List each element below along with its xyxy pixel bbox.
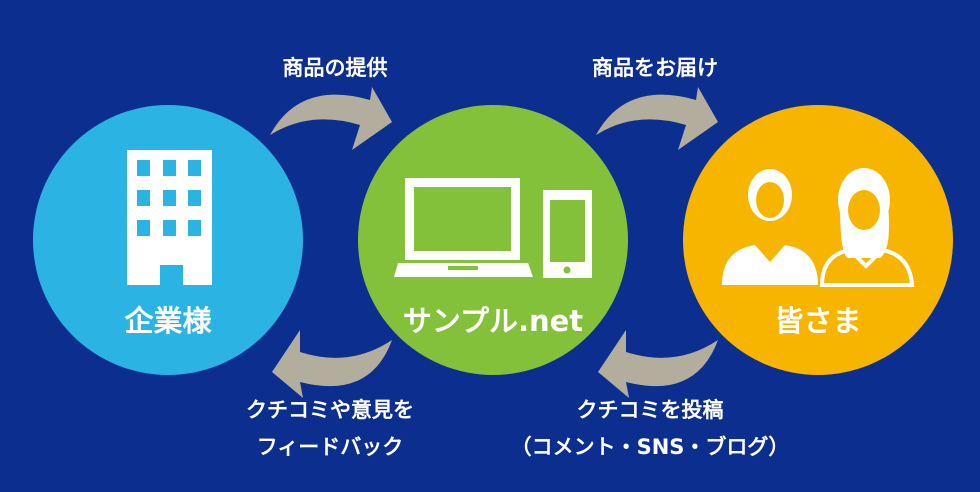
arrow-provide-icon	[270, 87, 392, 150]
customers-circle	[683, 105, 953, 375]
people-icon	[722, 168, 915, 287]
post-line2: （コメント・SNS・ブログ）	[510, 435, 790, 459]
company-label: 企業様	[124, 304, 212, 338]
provide-label: 商品の提供	[282, 56, 388, 80]
customers-label: 皆さま	[774, 304, 862, 338]
arrow-feedback-icon	[272, 330, 392, 398]
deliver-label: 商品をお届け	[592, 56, 718, 80]
arrow-deliver-icon	[596, 87, 718, 150]
post-line1: クチコミを投稿	[576, 398, 724, 422]
post-label: クチコミを投稿 （コメント・SNS・ブログ）	[511, 392, 790, 466]
site-label: サンプル.net	[402, 304, 584, 338]
building-icon	[127, 150, 212, 285]
arrow-post-icon	[598, 330, 718, 398]
laptop-phone-icon	[394, 178, 592, 278]
feedback-line1: クチコミや意見を	[246, 398, 414, 422]
feedback-label: クチコミや意見を フィードバック	[246, 392, 414, 466]
site-circle	[358, 105, 628, 375]
feedback-line2: フィードバック	[256, 435, 404, 459]
